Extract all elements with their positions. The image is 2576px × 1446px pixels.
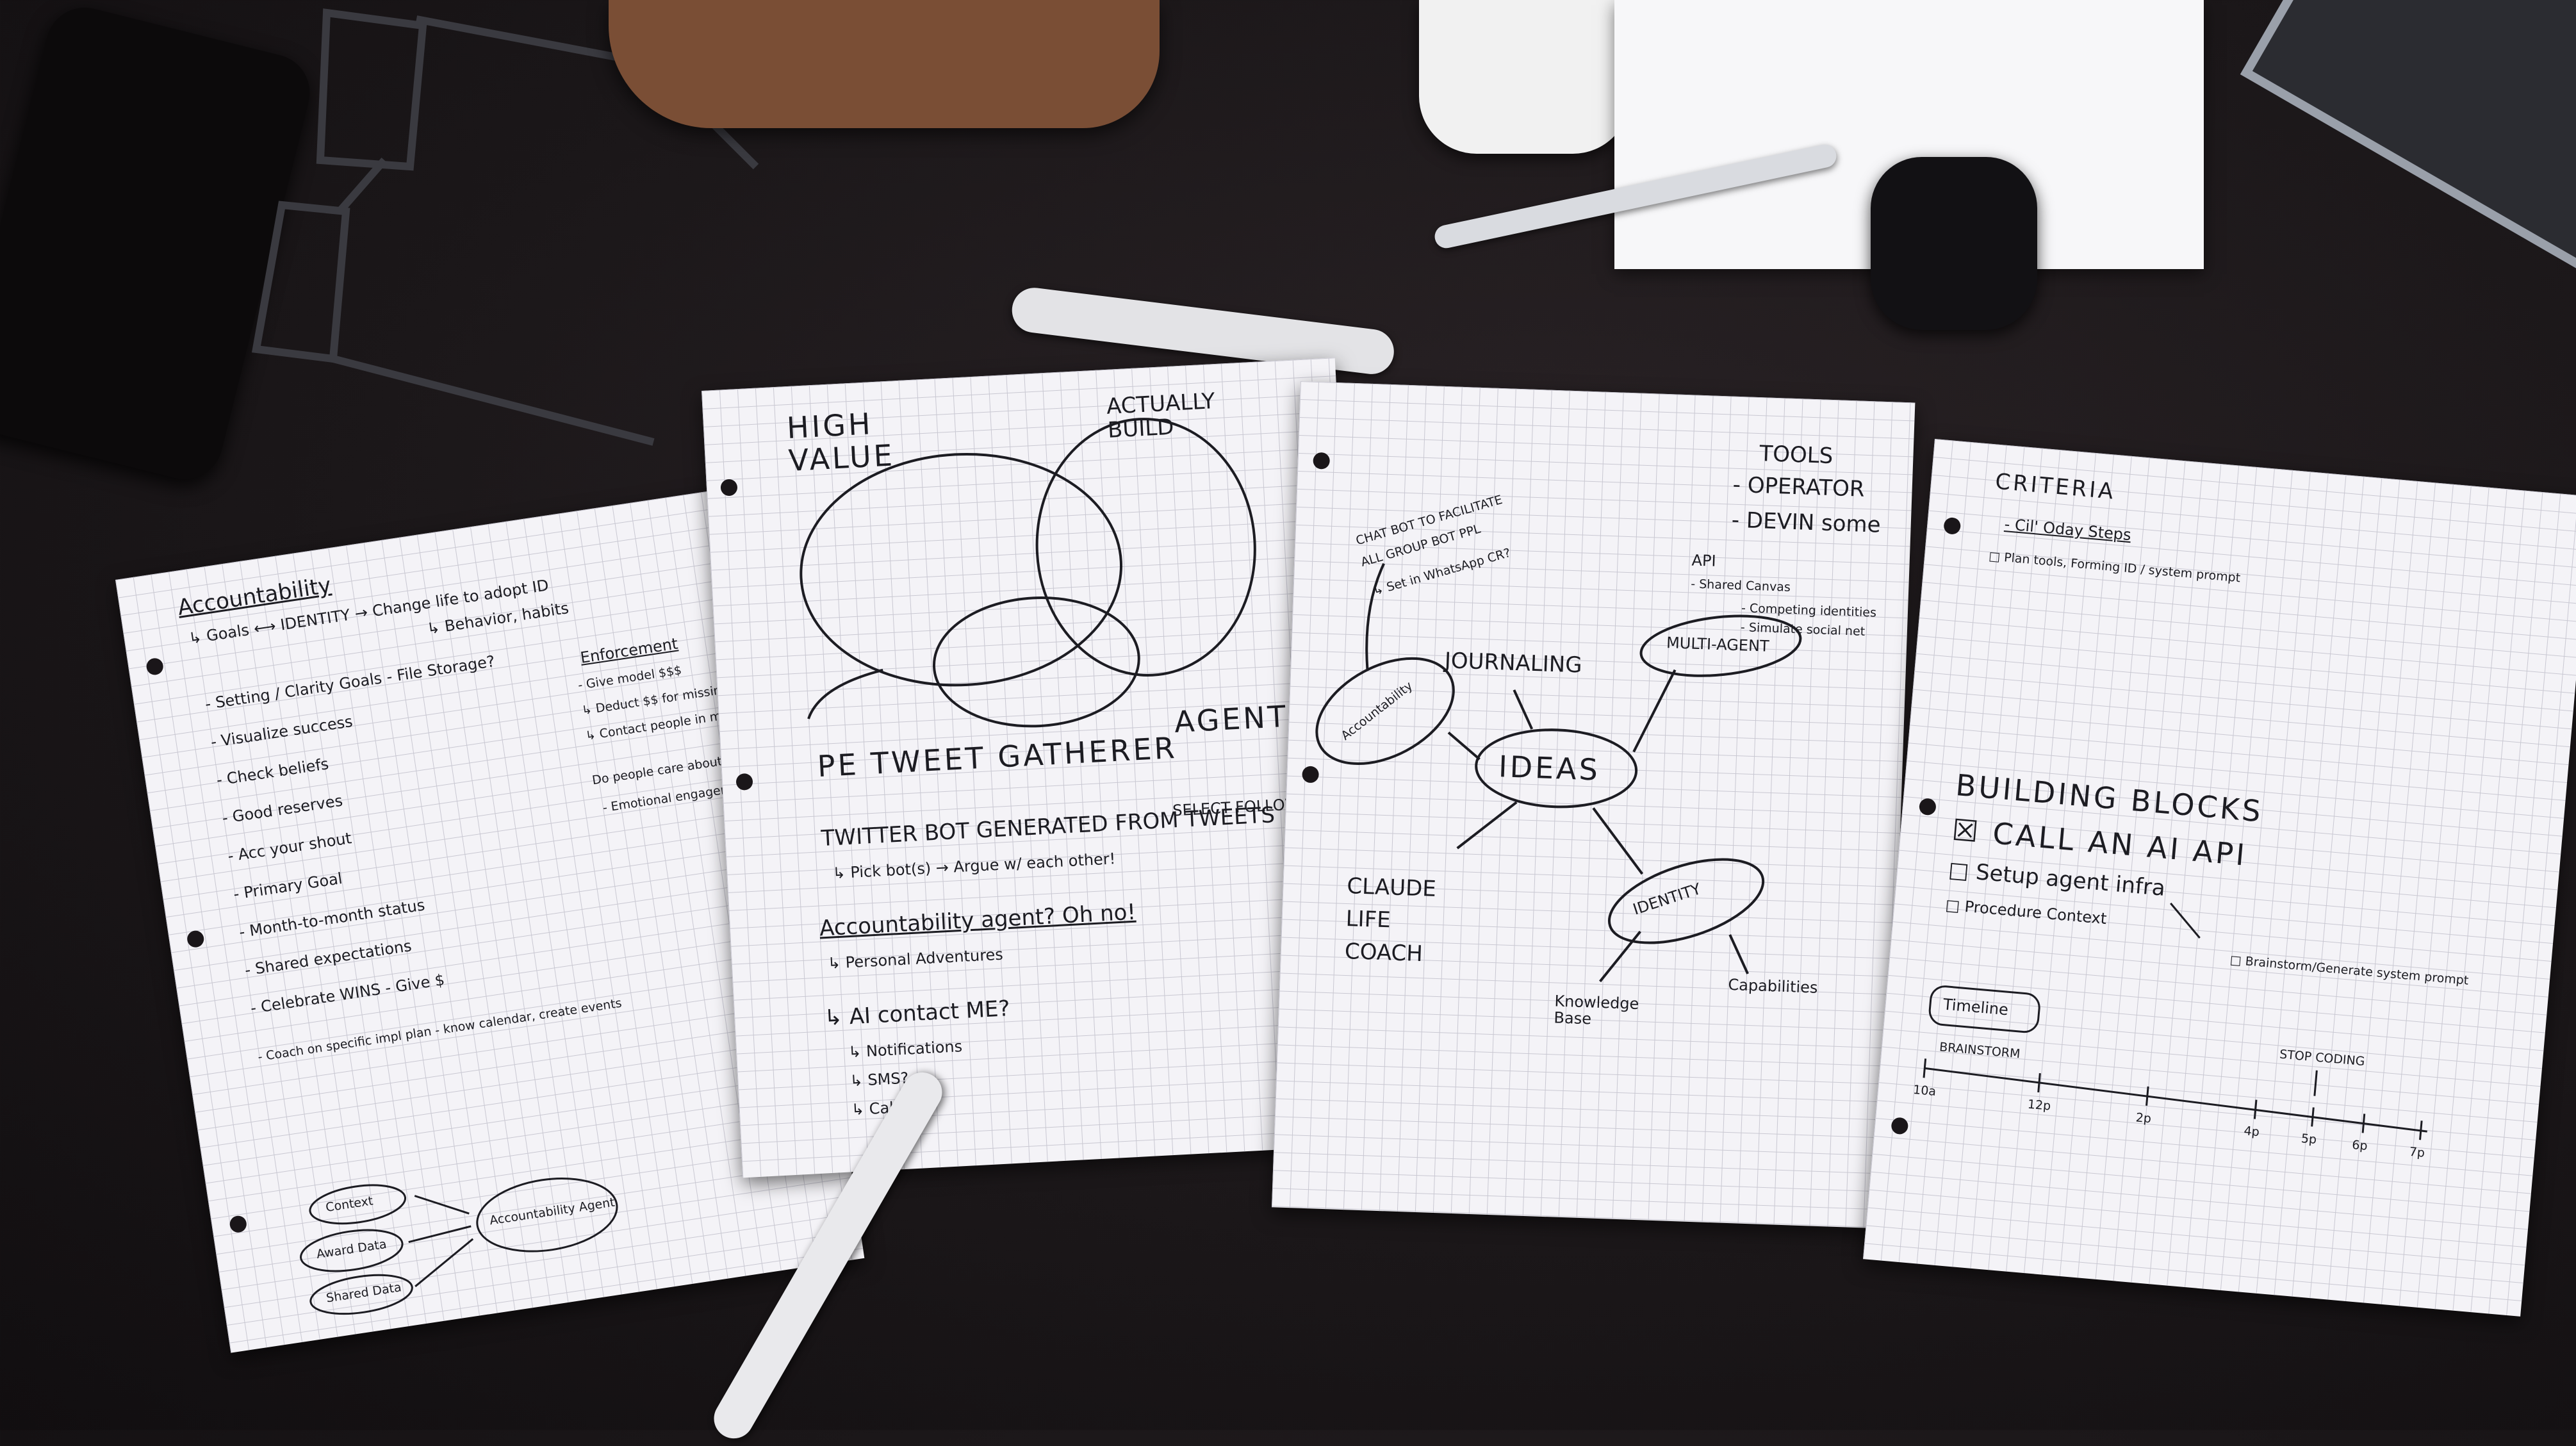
accountability-flow-diagram: [300, 1178, 618, 1315]
timeline-tick: 4p: [2243, 1124, 2260, 1140]
notes-page-accountability: Accountability ↳ Goals ⟷ IDENTITY → Chan…: [115, 485, 865, 1353]
venn-label-actually-build: ACTUALLY BUILD: [1106, 388, 1216, 444]
coffee-cup: [1419, 0, 1630, 154]
mindmap-node: MULTI-AGENT: [1666, 634, 1770, 655]
venn-label-high-value: HIGH VALUE: [785, 406, 896, 478]
notes-page-ideas-mindmap: IDEAS TOOLS - OPERATOR - DEVIN some API …: [1271, 381, 1916, 1229]
notes-page-criteria-timeline: CRITERIA - Cil' Oday Steps □ Plan tools,…: [1863, 439, 2576, 1317]
tools-heading: TOOLS: [1759, 441, 1834, 470]
venn-diagram: [800, 418, 1256, 728]
tools-item: - DEVIN some: [1731, 507, 1882, 538]
api-heading: API: [1691, 551, 1717, 570]
gloves: [609, 0, 1160, 128]
timeline-tick: 10a: [1912, 1082, 1937, 1099]
idea-line: ↳ SMS?: [849, 1069, 909, 1090]
timeline-tick: 2p: [2135, 1110, 2152, 1126]
tools-item: - OPERATOR: [1732, 472, 1866, 502]
mindmap-center: IDEAS: [1498, 749, 1601, 787]
ideas-mindmap-lines: [1315, 563, 1802, 983]
timeline-tick: 6p: [2351, 1138, 2368, 1154]
mindmap-node: CLAUDE LIFE COACH: [1344, 873, 1437, 967]
laptop-keyboard: [2240, 0, 2576, 308]
mindmap-node: Capabilities: [1728, 975, 1818, 997]
timeline-tick: 7p: [2408, 1144, 2425, 1160]
notes-page-venn: HIGH VALUE ACTUALLY BUILD AGENTIC PE TWE…: [701, 357, 1377, 1178]
timeline-drawing: [1923, 902, 2427, 1140]
timeline-tick: 12p: [2027, 1097, 2052, 1113]
timeline-tick: 5p: [2301, 1131, 2318, 1147]
mindmap-node: Knowledge Base: [1554, 992, 1639, 1028]
earbuds-case: [1871, 157, 2037, 330]
eyeglasses-case: [0, 0, 318, 488]
sharpie-marker: [1009, 285, 1397, 377]
mindmap-node: JOURNALING: [1444, 648, 1583, 678]
